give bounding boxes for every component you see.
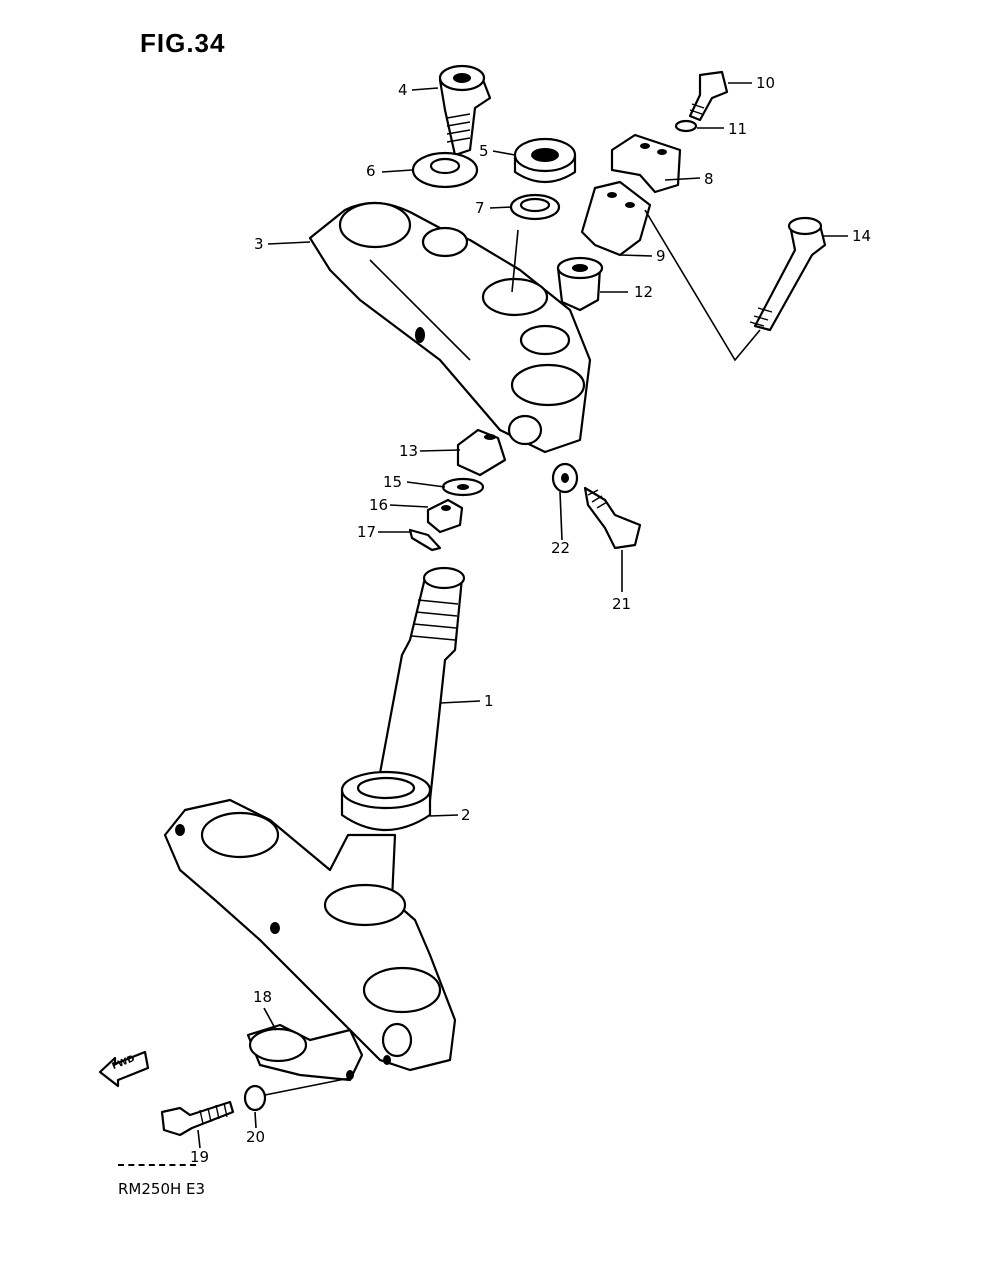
callout-13: 13 bbox=[399, 442, 419, 460]
part-8-handlebar-holder bbox=[610, 133, 682, 194]
part-18-brake-hose-guide bbox=[246, 1023, 364, 1082]
callout-19: 19 bbox=[190, 1148, 210, 1166]
part-12-cushion bbox=[556, 256, 604, 312]
part-13-cushion bbox=[456, 428, 507, 477]
part-2-bearing bbox=[340, 770, 432, 831]
callout-4: 4 bbox=[398, 81, 408, 99]
callout-17: 17 bbox=[357, 523, 377, 541]
callout-6: 6 bbox=[366, 162, 376, 180]
part-21-bolt bbox=[583, 486, 642, 550]
callout-2: 2 bbox=[461, 806, 471, 824]
part-16-nut bbox=[426, 498, 464, 534]
part-lower-bracket bbox=[163, 798, 457, 1072]
callout-11: 11 bbox=[728, 120, 748, 138]
figure-title: FIG.34 bbox=[140, 28, 226, 58]
callout-leader-lines bbox=[197, 82, 848, 1149]
callout-20: 20 bbox=[246, 1128, 266, 1146]
part-3-upper-bracket bbox=[308, 201, 592, 454]
callout-22: 22 bbox=[551, 539, 571, 557]
callout-1: 1 bbox=[484, 692, 494, 710]
callout-10: 10 bbox=[756, 74, 776, 92]
fwd-direction-arrow bbox=[98, 1050, 150, 1088]
part-11-lock-washer bbox=[674, 119, 698, 133]
callout-15: 15 bbox=[383, 473, 403, 491]
part-4-bolt bbox=[438, 64, 492, 157]
callout-7: 7 bbox=[475, 199, 485, 217]
model-code: RM250H E3 bbox=[118, 1180, 206, 1198]
callout-14: 14 bbox=[852, 227, 872, 245]
part-9-handlebar-holder-lower bbox=[580, 180, 652, 257]
part-1-steering-stem bbox=[373, 566, 466, 802]
part-17-cotter-pin bbox=[408, 528, 442, 552]
callout-18: 18 bbox=[253, 988, 273, 1006]
model-divider bbox=[118, 1164, 196, 1166]
part-10-bolt bbox=[688, 70, 729, 122]
part-5-nut bbox=[513, 137, 577, 183]
callout-9: 9 bbox=[656, 247, 666, 265]
part-19-bolt bbox=[160, 1100, 235, 1137]
callout-8: 8 bbox=[704, 170, 714, 188]
callout-5: 5 bbox=[479, 142, 489, 160]
callout-21: 21 bbox=[612, 595, 632, 613]
callout-3: 3 bbox=[254, 235, 264, 253]
part-14-bolt bbox=[749, 216, 827, 332]
callout-12: 12 bbox=[634, 283, 654, 301]
callout-16: 16 bbox=[369, 496, 389, 514]
part-20-washer bbox=[243, 1084, 267, 1112]
